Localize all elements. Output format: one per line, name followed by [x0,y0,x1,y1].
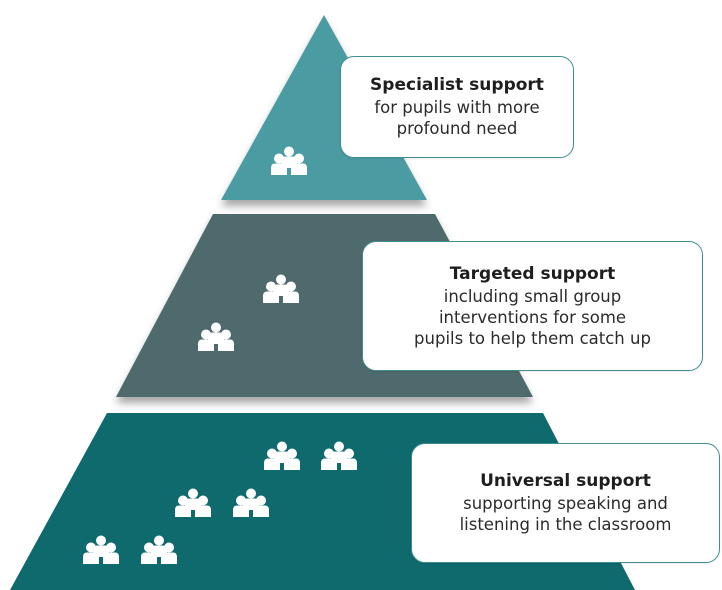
people-group-icon [321,441,357,470]
callout-universal-line: listening in the classroom [459,515,672,534]
callout-targeted-line: interventions for some [438,307,627,327]
people-group-icon [141,535,177,564]
people-group-icon [83,535,119,564]
people-group-icon [175,488,211,517]
callout-targeted-line: including small group [443,286,622,306]
callout-specialist-title: Specialist support [370,75,544,95]
people-icons-layer [83,146,357,564]
people-group-icon [198,322,234,351]
callout-targeted: Targeted support including small group i… [362,241,703,371]
callout-specialist-line: profound need [396,119,518,138]
callout-specialist: Specialist support for pupils with more … [340,56,574,158]
people-group-icon [263,274,299,303]
callout-targeted-title: Targeted support [449,263,616,284]
callout-universal-title: Universal support [480,471,651,491]
people-group-icon [233,488,269,517]
people-group-icon [264,441,300,470]
people-group-icon [271,146,307,175]
callout-targeted-line: pupils to help them catch up [414,328,651,348]
callout-universal-line: supporting speaking and [463,494,668,513]
callout-universal: Universal support supporting speaking an… [411,443,720,563]
callout-specialist-line: for pupils with more [374,98,540,117]
